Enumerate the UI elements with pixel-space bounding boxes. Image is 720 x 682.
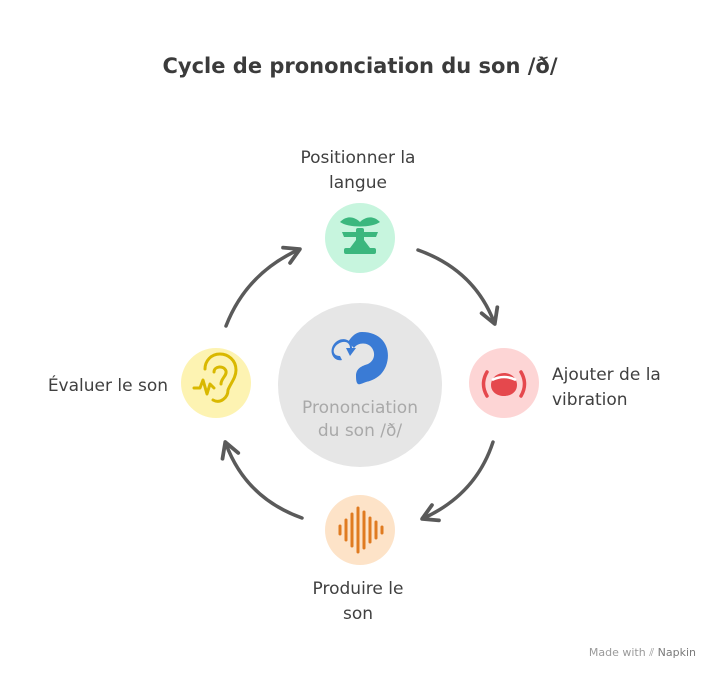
sound-wave-icon bbox=[338, 506, 384, 554]
napkin-logo-icon: ⫽ bbox=[649, 646, 655, 659]
diagram-title: Cycle de prononciation du son /ð/ bbox=[162, 54, 558, 78]
ear-icon bbox=[192, 352, 238, 403]
arrow-bottom-to-left bbox=[220, 440, 304, 520]
ear-sound-icon bbox=[331, 332, 388, 385]
step-label-ajouter-vibration: Ajouter de la vibration bbox=[552, 365, 661, 410]
center-circle bbox=[278, 303, 442, 467]
made-with-credit: Made with ⫽ Napkin bbox=[589, 646, 696, 660]
step-circle-sound bbox=[325, 495, 395, 565]
arrow-right-to-bottom bbox=[420, 440, 495, 523]
credit-brand: Napkin bbox=[657, 646, 696, 659]
step-label-evaluer-son: Évaluer le son bbox=[47, 376, 168, 396]
center-label: Prononciation du son /ð/ bbox=[302, 398, 418, 441]
step-circle-ear bbox=[181, 348, 251, 418]
step-label-produire-son: Produire le son bbox=[312, 579, 404, 624]
step-label-positionner-langue: Positionner la langue bbox=[300, 148, 416, 193]
tongue-icon bbox=[340, 217, 380, 254]
arrow-top-to-right bbox=[416, 248, 500, 326]
credit-prefix: Made with bbox=[588, 646, 646, 659]
arrow-left-to-top bbox=[224, 245, 302, 328]
vibration-icon bbox=[481, 370, 527, 398]
